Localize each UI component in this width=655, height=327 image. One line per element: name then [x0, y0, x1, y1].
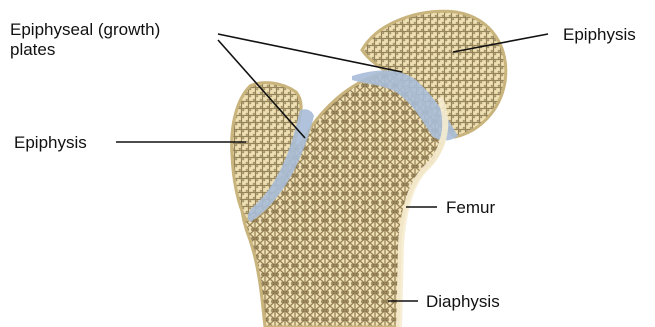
label-diaphysis: Diaphysis — [426, 292, 500, 312]
label-growth-plates-line2: plates — [10, 40, 160, 60]
label-growth-plates-line1: Epiphyseal (growth) — [10, 20, 160, 40]
label-epiphysis-right: Epiphysis — [563, 25, 636, 45]
label-growth-plates: Epiphyseal (growth) plates — [10, 20, 160, 60]
label-epiphysis-left: Epiphysis — [14, 133, 87, 153]
label-femur: Femur — [446, 198, 495, 218]
